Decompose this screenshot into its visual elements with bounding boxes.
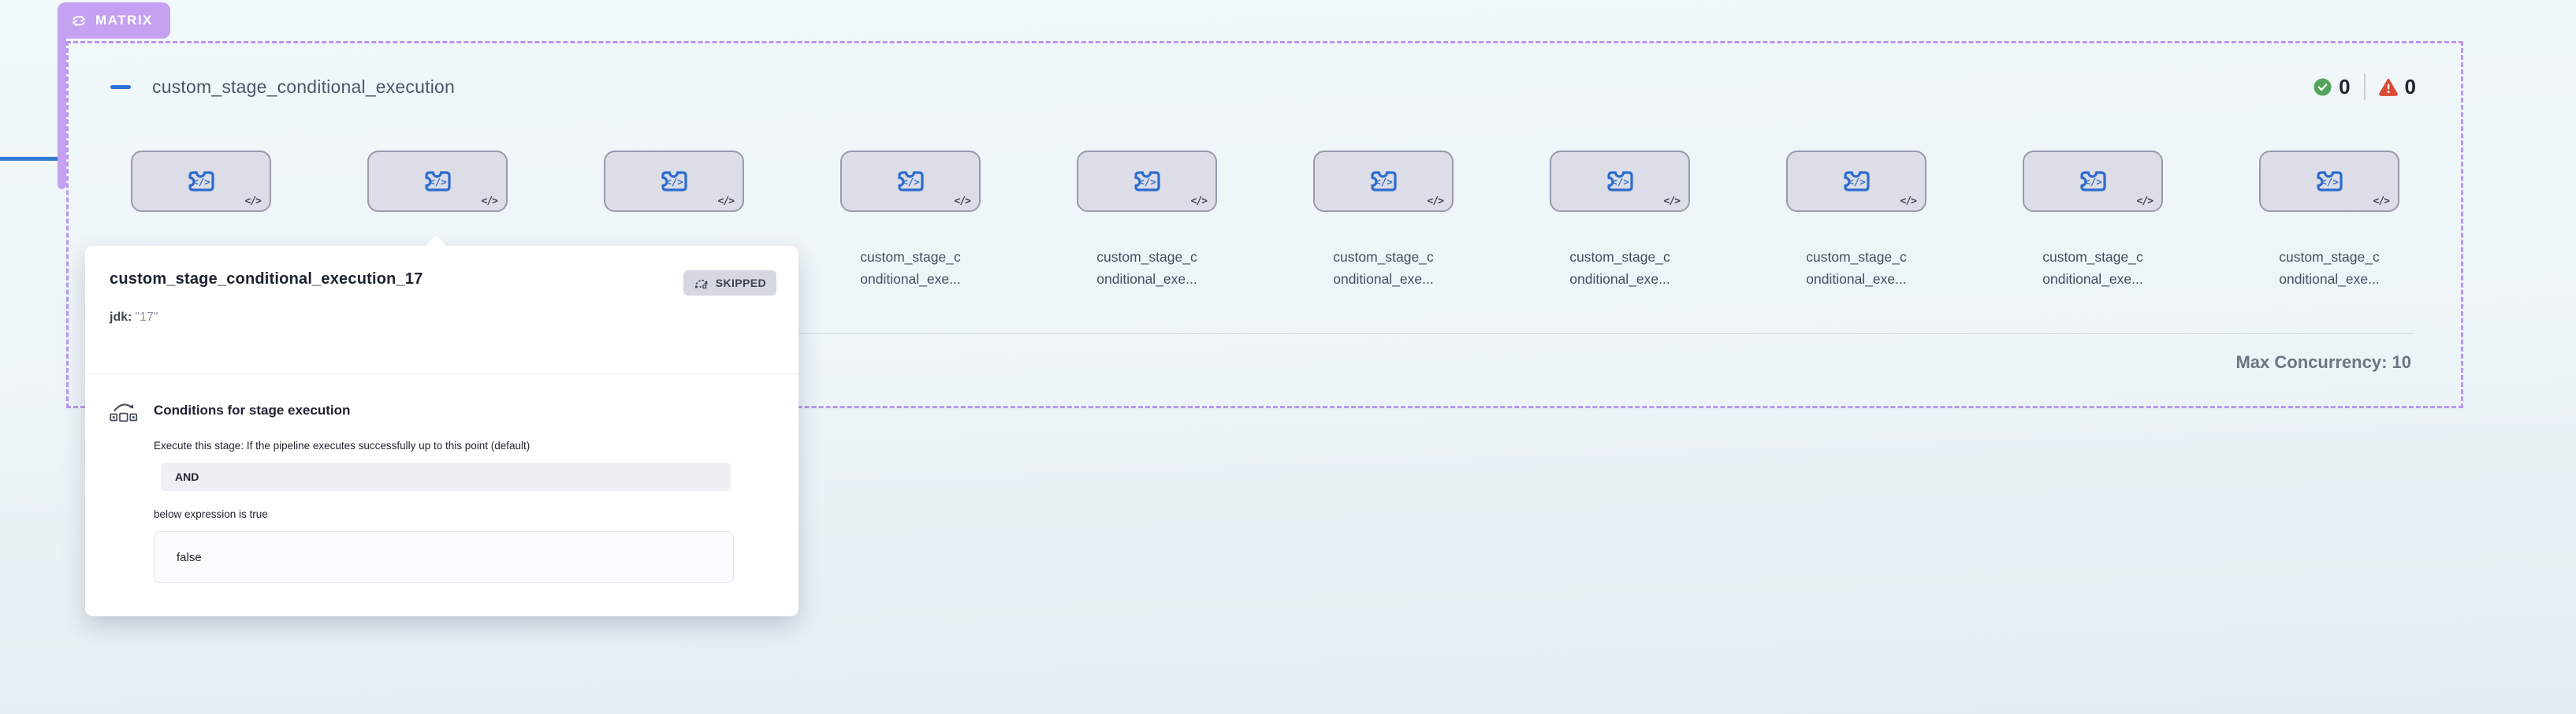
svg-text:</>: </>: [665, 176, 683, 188]
stage-node[interactable]: </> </>: [367, 151, 508, 212]
skipped-status-badge: SKIPPED: [683, 270, 776, 296]
code-icon: </>: [1190, 195, 1208, 207]
matrix-axis-value: jdk:"17": [110, 311, 158, 324]
svg-text:</>: </>: [1611, 176, 1629, 188]
custom-stage-icon: </>: [1371, 171, 1397, 192]
code-icon: </>: [2373, 195, 2391, 207]
custom-stage-icon: </>: [2080, 171, 2106, 192]
matrix-badge-label: MATRIX: [95, 13, 153, 28]
stage-node[interactable]: </> </>: [1550, 151, 1690, 212]
custom-stage-icon: </>: [1134, 171, 1160, 192]
expression-value: false: [177, 550, 202, 564]
success-count: 0: [2339, 74, 2351, 99]
stage-node[interactable]: </> </>: [1313, 151, 1454, 212]
skip-icon: [694, 279, 708, 289]
svg-text:</>: </>: [192, 176, 210, 188]
code-icon: </>: [1900, 195, 1918, 207]
default-condition-text: Execute this stage: If the pipeline exec…: [154, 440, 530, 452]
stage-node[interactable]: </> </>: [1077, 151, 1217, 212]
code-icon: </>: [1663, 195, 1681, 207]
code-icon: </>: [717, 195, 735, 207]
conditions-heading: Conditions for stage execution: [154, 403, 351, 418]
stage-tooltip: custom_stage_conditional_execution_17 SK…: [85, 235, 798, 616]
max-concurrency-label: Max Concurrency: 10: [2235, 352, 2411, 372]
footer-divider: [87, 333, 2414, 334]
svg-text:</>: </>: [2321, 176, 2339, 188]
code-icon: </>: [2136, 195, 2154, 207]
tooltip-conditions-section: Conditions for stage execution Execute t…: [85, 374, 798, 583]
expression-label: below expression is true: [154, 508, 268, 520]
count-divider: [2363, 73, 2366, 100]
svg-text:</>: </>: [1848, 176, 1866, 188]
status-counts: 0 0: [2314, 73, 2416, 100]
stage-node[interactable]: </> </>: [604, 151, 744, 212]
stage-node[interactable]: </> </>: [2259, 151, 2399, 212]
loop-icon: [73, 15, 85, 26]
custom-stage-icon: </>: [188, 171, 214, 192]
stage-node[interactable]: </> </>: [1786, 151, 1926, 212]
custom-stage-icon: </>: [425, 171, 451, 192]
conditional-execution-icon: [110, 403, 138, 422]
svg-text:</>: </>: [2084, 176, 2102, 188]
svg-text:</>: </>: [429, 176, 447, 188]
matrix-accent-bar: [58, 32, 66, 189]
custom-stage-icon: </>: [661, 171, 687, 192]
status-badge-label: SKIPPED: [715, 277, 766, 289]
expression-value-box: false: [154, 531, 734, 583]
error-count: 0: [2404, 74, 2416, 99]
custom-stage-icon: </>: [898, 171, 924, 192]
operator-chip: AND: [161, 463, 731, 491]
code-icon: </>: [244, 195, 262, 207]
matrix-badge: MATRIX: [58, 2, 170, 39]
tooltip-divider: [85, 373, 798, 374]
collapse-button[interactable]: [110, 84, 131, 89]
code-icon: </>: [954, 195, 972, 207]
svg-text:</>: </>: [1375, 176, 1393, 188]
tooltip-header: custom_stage_conditional_execution_17 SK…: [85, 246, 798, 373]
stage-node[interactable]: </> </>: [840, 151, 981, 212]
tooltip-stage-name: custom_stage_conditional_execution_17: [110, 270, 423, 288]
stage-node[interactable]: </> </>: [2023, 151, 2163, 212]
matrix-header: custom_stage_conditional_execution 0 0: [110, 69, 2416, 104]
stage-node[interactable]: </> </>: [131, 151, 271, 212]
warning-triangle-icon: [2378, 78, 2398, 96]
svg-text:</>: </>: [902, 176, 920, 188]
svg-text:</>: </>: [1138, 176, 1156, 188]
custom-stage-icon: </>: [1607, 171, 1633, 192]
check-circle-icon: [2314, 78, 2332, 95]
custom-stage-icon: </>: [2317, 171, 2343, 192]
code-icon: </>: [481, 195, 499, 207]
matrix-stage-title: custom_stage_conditional_execution: [152, 76, 455, 97]
code-icon: </>: [1427, 195, 1445, 207]
stage-connector-line: [0, 157, 61, 161]
custom-stage-icon: </>: [1844, 171, 1870, 192]
